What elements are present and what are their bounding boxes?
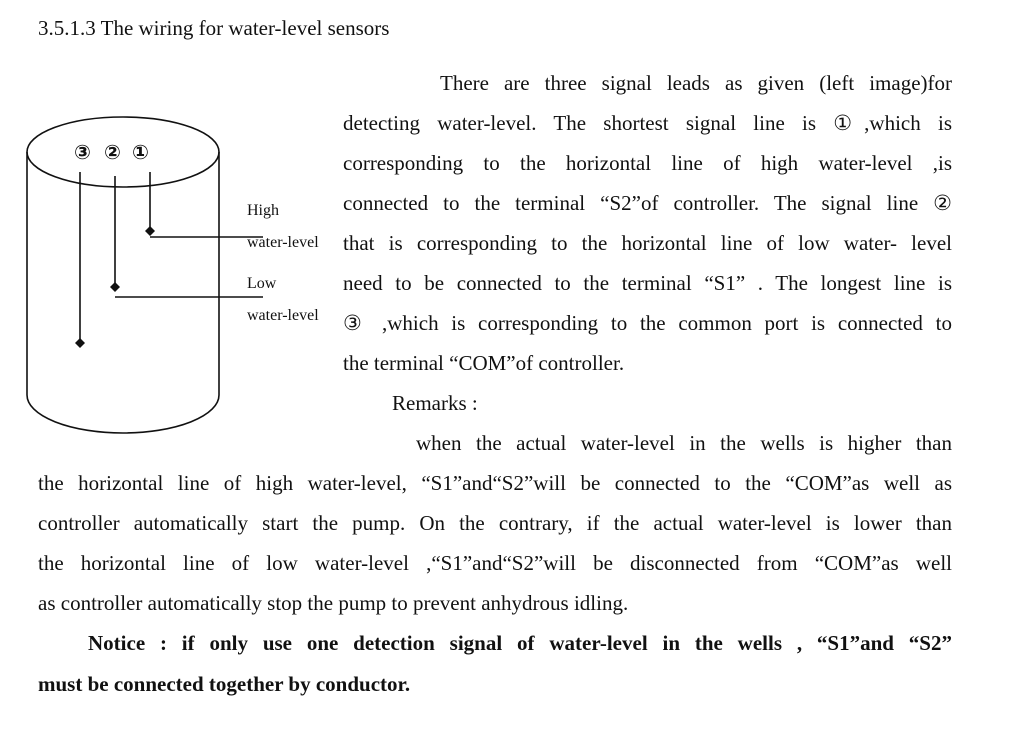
lead-number-3: ③ [74,140,91,164]
high-level-label-sub: water-level [247,234,319,251]
paragraph-line: as controller automatically stop the pum… [38,591,629,615]
water-level-sensor-diagram: ③ ② ① High water-level Low water-level [22,110,342,440]
sensor-cylinder-drawing [26,116,263,434]
paragraph-line: ③ ,which is corresponding to the common … [343,311,952,335]
paragraph-line: the horizontal line of high water-level,… [38,471,952,495]
paragraph-line: need to be connected to the terminal “S1… [343,271,952,295]
lead-number-2: ② [104,140,121,164]
low-level-label-sub: water-level [247,307,319,324]
paragraph-line: There are three signal leads as given (l… [440,71,952,95]
cylinder-bottom [26,394,220,434]
paragraph-line: the horizontal line of low water-level ,… [38,551,952,575]
cylinder-top [26,116,220,188]
paragraph-line: connected to the terminal “S2”of control… [343,191,952,215]
paragraph-line: corresponding to the horizontal line of … [343,151,952,175]
paragraph-line: detecting water-level. The shortest sign… [343,111,952,135]
paragraph-line: that is corresponding to the horizontal … [343,231,952,255]
notice-line: Notice : if only use one detection signa… [88,631,952,655]
paragraph-line: the terminal “COM”of controller. [343,351,625,375]
lead-number-1: ① [132,140,149,164]
lead-2-tip [110,282,120,292]
paragraph-line: controller automatically start the pump.… [38,511,952,535]
section-heading: 3.5.1.3 The wiring for water-level senso… [38,16,390,40]
remarks-label: Remarks : [392,391,478,415]
high-level-label: High [247,202,279,219]
paragraph-line: when the actual water-level in the wells… [416,431,952,455]
notice-line: must be connected together by conductor. [38,672,411,696]
low-level-label: Low [247,275,277,292]
lead-3-tip [75,338,85,348]
lead-1-tip [145,226,155,236]
